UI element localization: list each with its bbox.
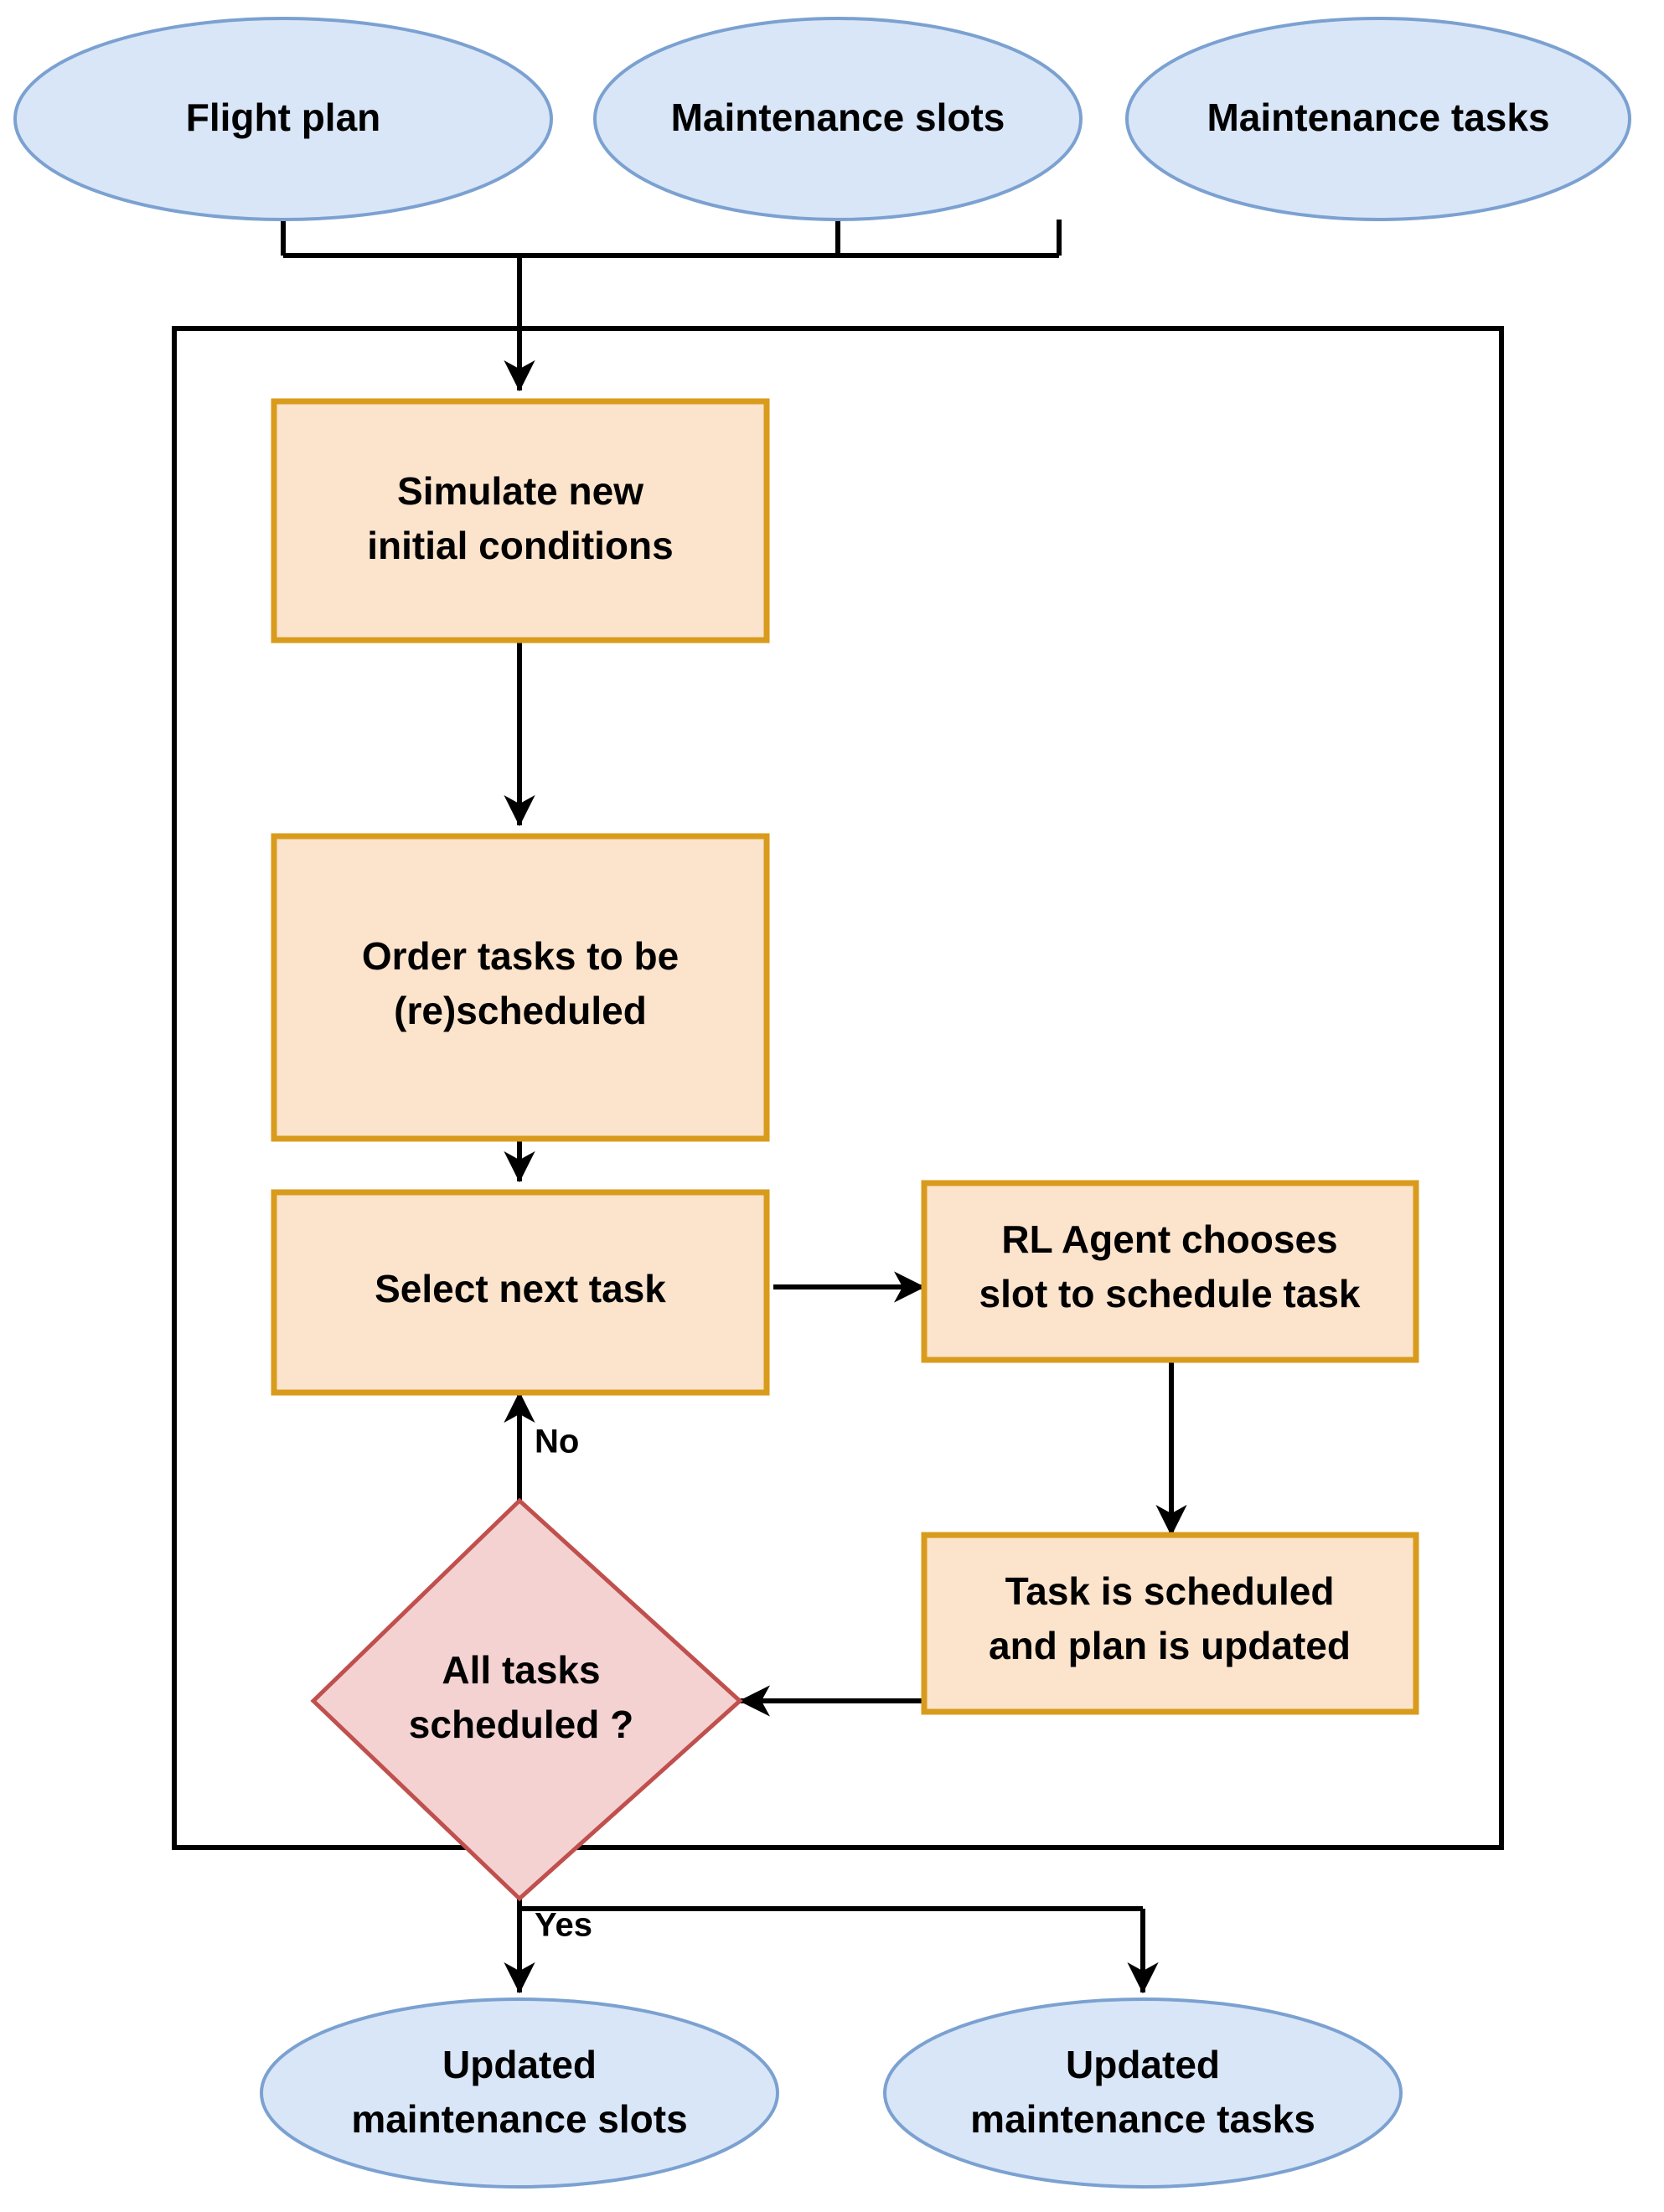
order-tasks-label-line1: Order tasks to be: [362, 934, 679, 978]
simulate-box[interactable]: [271, 398, 770, 643]
updated-slots-label-line2: maintenance slots: [351, 2097, 687, 2141]
decision-label-line1: All tasks: [442, 1648, 600, 1692]
simulate-label-line1: Simulate new: [397, 469, 643, 513]
node-select-next-task[interactable]: Select next task: [271, 1189, 770, 1396]
simulate-label-line2: initial conditions: [367, 524, 673, 567]
task-scheduled-label-line2: and plan is updated: [989, 1624, 1351, 1667]
node-flight-plan[interactable]: Flight plan: [13, 17, 553, 221]
node-updated-maintenance-slots[interactable]: Updated maintenance slots: [260, 1998, 779, 2189]
rl-agent-box[interactable]: [921, 1180, 1419, 1363]
all-tasks-scheduled-diamond[interactable]: [310, 1497, 743, 1902]
rl-loop-container: [172, 326, 1504, 1850]
select-next-task-box[interactable]: [271, 1189, 770, 1396]
node-simulate-new-initial-conditions[interactable]: Simulate new initial conditions: [271, 398, 770, 643]
updated-slots-label-line1: Updated: [442, 2043, 597, 2086]
decision-label-line2: scheduled ?: [409, 1703, 633, 1746]
node-maintenance-tasks[interactable]: Maintenance tasks: [1125, 17, 1631, 221]
maintenance-tasks-ellipse[interactable]: [1125, 17, 1631, 221]
maintenance-tasks-label: Maintenance tasks: [1207, 96, 1549, 139]
edge-label-no: No: [535, 1424, 579, 1460]
maintenance-slots-ellipse[interactable]: [593, 17, 1083, 221]
node-all-tasks-scheduled-decision[interactable]: All tasks scheduled ?: [310, 1497, 743, 1902]
node-task-scheduled-plan-updated[interactable]: Task is scheduled and plan is updated: [921, 1532, 1419, 1715]
task-scheduled-box[interactable]: [921, 1532, 1419, 1715]
edge-label-yes: Yes: [535, 1907, 592, 1944]
select-next-task-label: Select next task: [375, 1267, 666, 1310]
updated-tasks-label-line2: maintenance tasks: [970, 2097, 1315, 2141]
node-order-tasks-to-be-rescheduled[interactable]: Order tasks to be (re)scheduled: [271, 833, 770, 1142]
node-maintenance-slots[interactable]: Maintenance slots: [593, 17, 1083, 221]
order-tasks-label-line2: (re)scheduled: [394, 989, 647, 1032]
maintenance-slots-label: Maintenance slots: [671, 96, 1005, 139]
task-scheduled-label-line1: Task is scheduled: [1005, 1569, 1335, 1613]
flight-plan-ellipse[interactable]: [13, 17, 553, 221]
updated-tasks-ellipse[interactable]: [883, 1998, 1403, 2189]
rl-agent-label-line2: slot to schedule task: [979, 1272, 1360, 1315]
updated-tasks-label-line1: Updated: [1066, 2043, 1220, 2086]
updated-slots-ellipse[interactable]: [260, 1998, 779, 2189]
flight-plan-label: Flight plan: [186, 96, 381, 139]
order-tasks-box[interactable]: [271, 833, 770, 1142]
connector-layer: [281, 220, 1187, 1994]
node-updated-maintenance-tasks[interactable]: Updated maintenance tasks: [883, 1998, 1403, 2189]
rl-agent-label-line1: RL Agent chooses: [1001, 1217, 1337, 1261]
node-rl-agent-chooses-slot[interactable]: RL Agent chooses slot to schedule task: [921, 1180, 1419, 1363]
